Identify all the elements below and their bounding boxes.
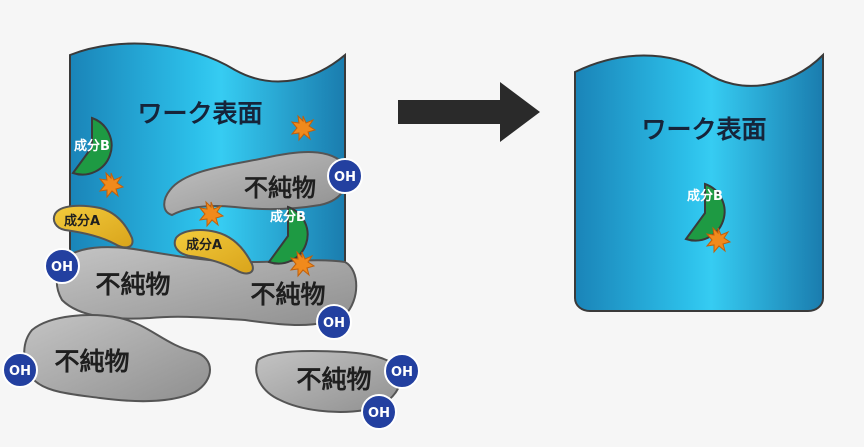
oh-badge-1: OH xyxy=(327,158,363,194)
component-b-1: 成分B xyxy=(71,116,124,198)
svg-text:OH: OH xyxy=(323,316,345,331)
impurity-label-2: 不純物 xyxy=(95,270,170,299)
svg-text:OH: OH xyxy=(391,365,413,380)
work-surface-label-after: ワーク表面 xyxy=(641,115,766,144)
oh-badge-2: OH xyxy=(44,248,80,284)
component-b-label-after: 成分B xyxy=(687,188,723,204)
oh-badge-5: OH xyxy=(384,353,420,389)
component-a-label-1: 成分A xyxy=(64,213,100,229)
right-arrow-icon xyxy=(398,82,540,142)
impurity-1 xyxy=(163,151,349,217)
component-a-2 xyxy=(173,229,254,275)
after-panel: ワーク表面 成分B xyxy=(574,52,824,312)
impurity-5 xyxy=(255,349,402,413)
oh-badge-4: OH xyxy=(2,352,38,388)
svg-text:OH: OH xyxy=(51,260,73,275)
component-a-1 xyxy=(52,204,134,249)
component-b-after: 成分B xyxy=(684,182,731,253)
work-surface-after xyxy=(574,52,824,312)
svg-text:OH: OH xyxy=(9,364,31,379)
component-b-label-1: 成分B xyxy=(74,138,110,154)
impurity-label-1: 不純物 xyxy=(244,174,316,202)
before-panel: ワーク表面 不純物 OH 不純物 不純物 OH OH 成分A 成分A xyxy=(2,42,420,430)
svg-text:OH: OH xyxy=(334,170,356,185)
component-a-label-2: 成分A xyxy=(186,237,222,253)
component-b-2: 成分B xyxy=(267,205,315,277)
impurity-label-4: 不純物 xyxy=(54,347,129,376)
oh-badge-6: OH xyxy=(361,394,397,430)
component-b-label-2: 成分B xyxy=(270,209,306,225)
svg-text:OH: OH xyxy=(368,406,390,421)
impurity-label-5: 不純物 xyxy=(296,365,371,394)
work-surface-label-before: ワーク表面 xyxy=(137,99,262,128)
oh-badge-3: OH xyxy=(316,304,352,340)
impurity-label-3: 不純物 xyxy=(250,280,325,309)
